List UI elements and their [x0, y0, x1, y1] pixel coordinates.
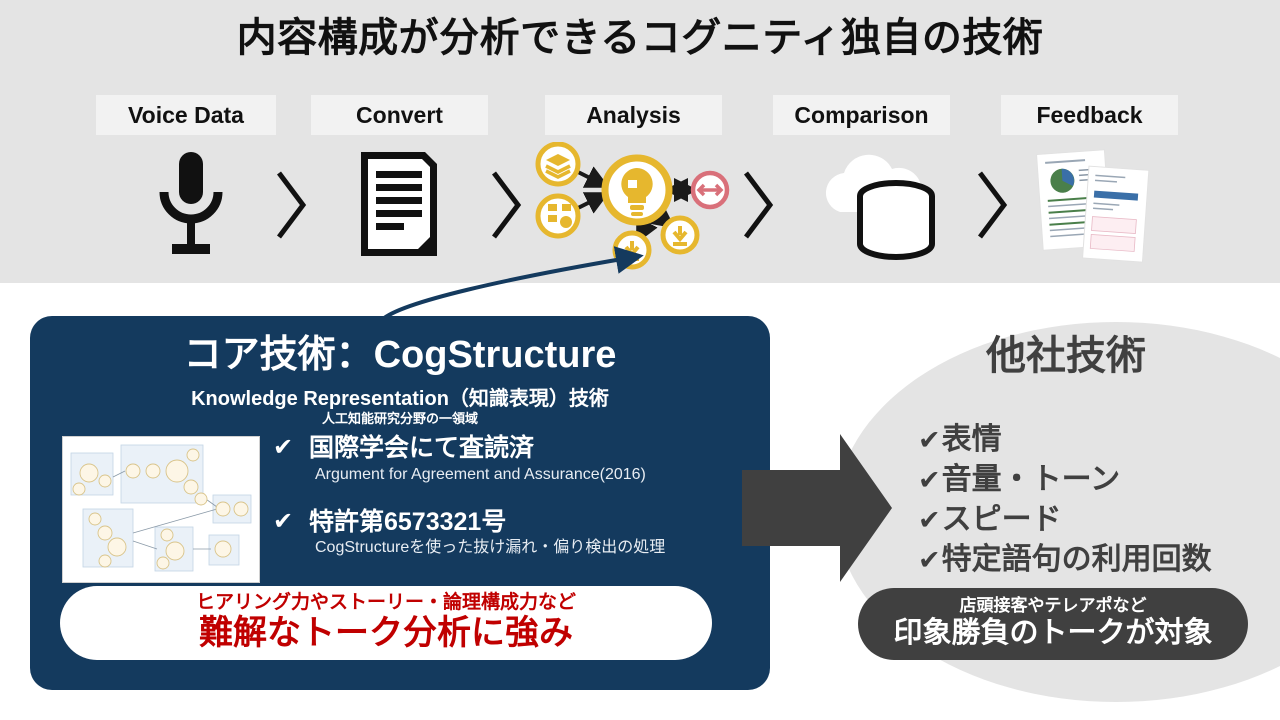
stage-label-comparison: Comparison	[773, 95, 950, 135]
competitor-item-label: 表情	[941, 423, 1002, 456]
competitor-item-label: 特定語句の利用回数	[941, 542, 1212, 576]
arrow-right-comparison-icon	[742, 428, 894, 588]
competitor-list-item: ✔音量・トーン	[918, 460, 1278, 500]
stage-label-text: Analysis	[586, 101, 681, 128]
stage-label-convert: Convert	[311, 95, 488, 135]
competitor-list-item: ✔特定語句の利用回数	[918, 540, 1278, 580]
stage-label-text: Feedback	[1036, 101, 1143, 128]
page-title: 内容構成が分析できるコグニティ独自の技術	[236, 16, 1044, 60]
core-feature-item: ✔ 国際学会にて査読済 Argument for Agreement and A…	[273, 434, 753, 486]
competitor-item-label: スピード	[941, 502, 1062, 536]
curved-arrow-up-right-icon	[370, 236, 670, 346]
competitor-list: ✔表情 ✔音量・トーン ✔スピード ✔特定語句の利用回数	[918, 420, 1278, 580]
cloud-database-icon	[824, 150, 954, 267]
check-icon: ✔	[273, 507, 294, 535]
competitor-item-label: 音量・トーン	[941, 462, 1121, 496]
core-panel-title: コア技術：CogStructure	[183, 334, 617, 376]
core-feature-list: ✔ 国際学会にて査読済 Argument for Agreement and A…	[273, 434, 753, 573]
chevron-right-icon	[274, 168, 308, 242]
knowledge-graph-thumbnail	[62, 436, 260, 583]
chevron-right-icon	[489, 168, 523, 242]
core-feature-title: 国際学会にて査読済	[309, 434, 535, 462]
core-panel-subtitle-2: 人工知能研究分野の一領域	[321, 411, 478, 426]
document-icon	[355, 148, 443, 265]
report-pages-icon	[1034, 148, 1150, 271]
core-callout: ヒアリング力やストーリー・論理構成力など 難解なトーク分析に強み	[60, 586, 712, 660]
check-icon: ✔	[273, 434, 294, 461]
stage-label-feedback: Feedback	[1001, 95, 1178, 135]
core-panel-subtitle: Knowledge Representation（知識表現）技術	[191, 388, 609, 410]
check-icon: ✔	[918, 425, 941, 455]
microphone-icon	[148, 148, 234, 265]
core-feature-sub: CogStructureを使った抜け漏れ・偏り検出の処理	[315, 539, 666, 557]
competitor-callout: 店頭接客やテレアポなど 印象勝負のトークが対象	[858, 588, 1248, 660]
knowledge-graph-icon	[522, 141, 732, 275]
stage-label-text: Voice Data	[128, 101, 244, 128]
chevron-right-icon	[741, 168, 775, 242]
stage-label-voice-data: Voice Data	[96, 95, 276, 135]
check-icon: ✔	[918, 544, 941, 575]
competitor-list-item: ✔スピード	[918, 500, 1278, 540]
core-callout-main: 難解なトーク分析に強み	[199, 614, 573, 653]
competitor-callout-main: 印象勝負のトークが対象	[893, 617, 1213, 650]
stage-label-text: Comparison	[794, 101, 929, 128]
core-feature-title: 特許第6573321号	[309, 507, 507, 536]
chevron-right-icon	[975, 168, 1009, 242]
core-feature-item: ✔ 特許第6573321号 CogStructureを使った抜け漏れ・偏り検出の…	[273, 508, 753, 560]
competitor-title: 他社技術	[986, 334, 1146, 378]
check-icon: ✔	[918, 504, 941, 535]
check-icon: ✔	[918, 464, 941, 495]
competitor-callout-top: 店頭接客やテレアポなど	[959, 596, 1147, 616]
competitor-list-item: ✔表情	[918, 420, 1278, 460]
stage-label-text: Convert	[356, 101, 443, 128]
core-callout-top: ヒアリング力やストーリー・論理構成力など	[195, 591, 576, 613]
stage-label-analysis: Analysis	[545, 95, 722, 135]
core-feature-sub: Argument for Agreement and Assurance(201…	[315, 465, 646, 483]
